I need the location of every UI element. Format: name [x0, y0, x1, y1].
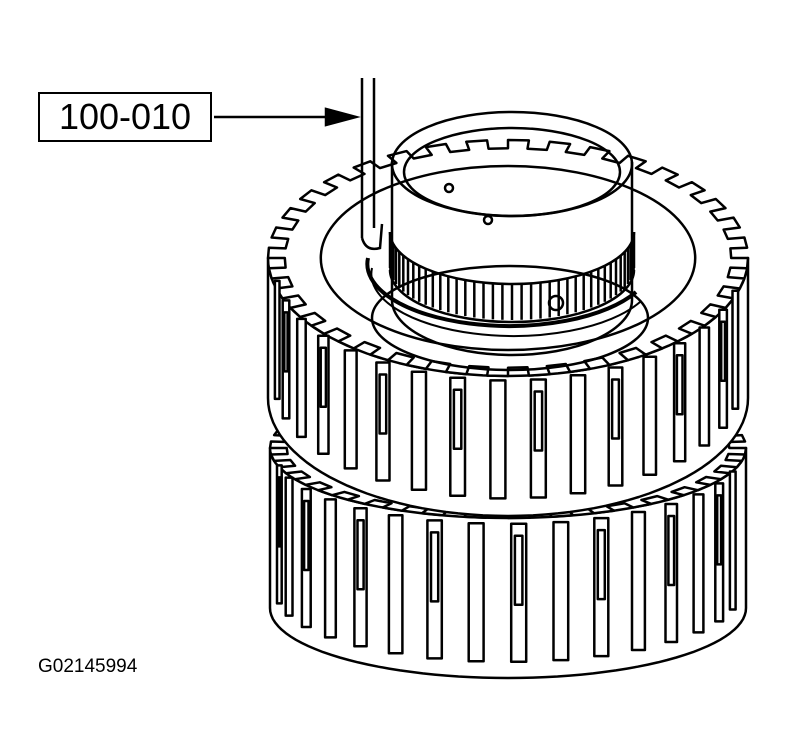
hub-gear-band-bottom: [388, 269, 636, 324]
lower-drum-slot-window: [356, 518, 365, 591]
upper-drum-spline-slot: [295, 317, 307, 439]
callout-leader-arrow: [214, 107, 361, 127]
snap-ring: [365, 257, 638, 328]
callout-label-box: 100-010: [38, 92, 212, 142]
lower-drum-slot-window: [667, 514, 676, 587]
lower-drum-spline-slot: [728, 470, 737, 611]
oil-hole: [443, 182, 455, 194]
upper-drum-spline-slot: [731, 289, 740, 411]
upper-drum-spline-slot: [642, 355, 658, 477]
lower-drum-spline-slot: [467, 521, 485, 663]
upper-drum-slot-window: [719, 320, 727, 383]
lower-drum-slot-window: [715, 494, 723, 566]
hub-cylinder-walls: [390, 162, 634, 357]
leader-arrowhead: [324, 107, 361, 127]
lower-drum-slot-window: [302, 499, 310, 572]
upper-drum-slot-window: [610, 378, 621, 440]
upper-drum-slot-window: [452, 388, 463, 450]
lower-drum-slot-window: [429, 531, 440, 603]
lower-drum-spline-slot: [323, 498, 338, 639]
upper-drum-spline-slot: [410, 370, 428, 491]
oil-hole: [547, 294, 565, 312]
oil-hole: [482, 214, 494, 226]
lower-drum-spline-slot: [692, 493, 705, 634]
snap-ring-edge: [370, 267, 641, 337]
upper-drum-slot-window: [319, 346, 328, 408]
lower-drum-spline-slot: [284, 476, 294, 617]
tool-hook-tip: [360, 223, 384, 251]
hub-inner-lip: [402, 126, 622, 218]
upper-drum-spline-slot: [343, 349, 358, 470]
upper-clutch-drum: [266, 138, 750, 518]
lower-drum-spline-slot: [630, 510, 647, 652]
upper-drum-spline-slot: [273, 279, 281, 401]
hub-base-ellipse: [370, 264, 650, 372]
upper-drum-spline-slot: [489, 379, 507, 500]
tool-number-label: 100-010: [58, 96, 192, 137]
upper-drum-slot-window: [283, 311, 289, 373]
service-tool-100-010: [360, 78, 384, 251]
upper-drum-slot-window: [378, 373, 388, 435]
hub-and-snap-ring: [365, 110, 650, 372]
lower-drum-spline-slot: [552, 520, 570, 662]
upper-drum-spline-slot: [698, 326, 711, 447]
upper-drum-slot-window: [533, 390, 544, 452]
lower-drum-slot-window: [596, 528, 607, 601]
lower-drum-slot-window: [276, 476, 282, 548]
lower-drum-slot-window: [513, 534, 524, 607]
figure-id: G02145994: [38, 656, 138, 677]
upper-drum-spline-slot: [569, 373, 587, 495]
upper-drum-slot-window: [675, 354, 684, 416]
lower-drum-spline-slot: [387, 514, 404, 655]
